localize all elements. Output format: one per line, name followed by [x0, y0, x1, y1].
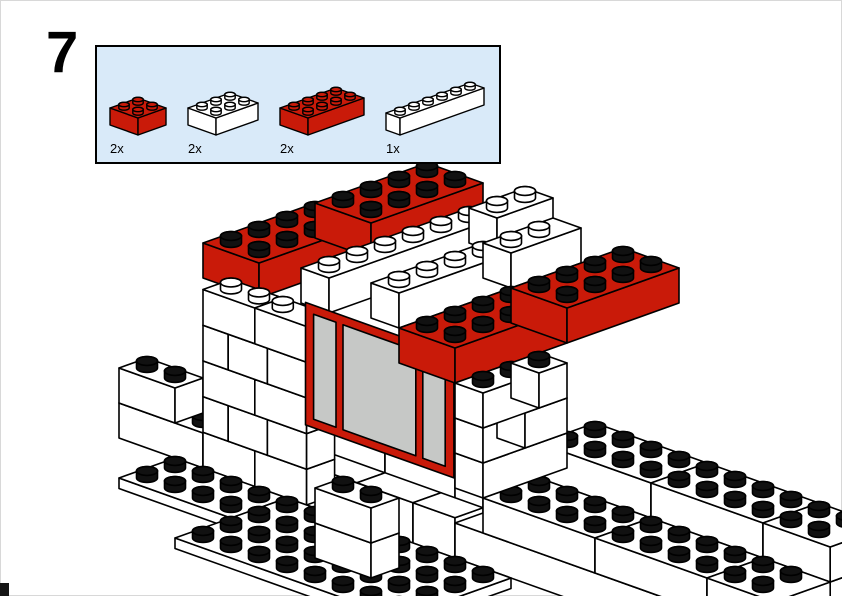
parts-callout-box: 2x 2x 2x 1x — [95, 45, 501, 164]
white-2x3-brick — [187, 91, 259, 136]
part-count-label: 2x — [110, 141, 124, 156]
right-wing-front-brick-1 — [482, 475, 652, 574]
page-corner-mark — [0, 583, 9, 596]
right-wing-front-brick-3 — [706, 555, 832, 596]
right-wing-back-brick-3 — [762, 500, 842, 583]
white-1x6-brick — [385, 81, 485, 136]
red-2x2-brick-icon — [109, 96, 167, 136]
part-item-red-2x2-brick: 2x — [107, 65, 177, 156]
white-1x6-brick-icon — [385, 81, 485, 136]
part-item-white-2x3-brick: 2x — [185, 65, 269, 156]
part-count-label: 2x — [188, 141, 202, 156]
red-2x2-brick — [109, 96, 167, 136]
white-2x3-brick-icon — [187, 91, 259, 136]
mid-white-row-brick-b — [482, 217, 582, 289]
right-wing-front-brick-2 — [594, 515, 764, 596]
red-2x4-brick — [279, 86, 365, 136]
step-number: 7 — [46, 20, 79, 85]
center-column-brick-2 — [314, 475, 400, 544]
window-pane-left — [312, 313, 337, 429]
part-count-label: 2x — [280, 141, 294, 156]
part-count-label: 1x — [386, 141, 400, 156]
back-red-brick-2 — [314, 160, 484, 259]
red-2x4-brick-icon — [279, 86, 365, 136]
left-wing-column-brick — [118, 355, 204, 424]
part-item-red-2x4-brick: 2x — [277, 65, 375, 156]
front-red-brick-2 — [510, 245, 680, 344]
part-item-white-1x6-brick: 1x — [383, 65, 495, 156]
ledge-brick-5 — [510, 350, 568, 409]
